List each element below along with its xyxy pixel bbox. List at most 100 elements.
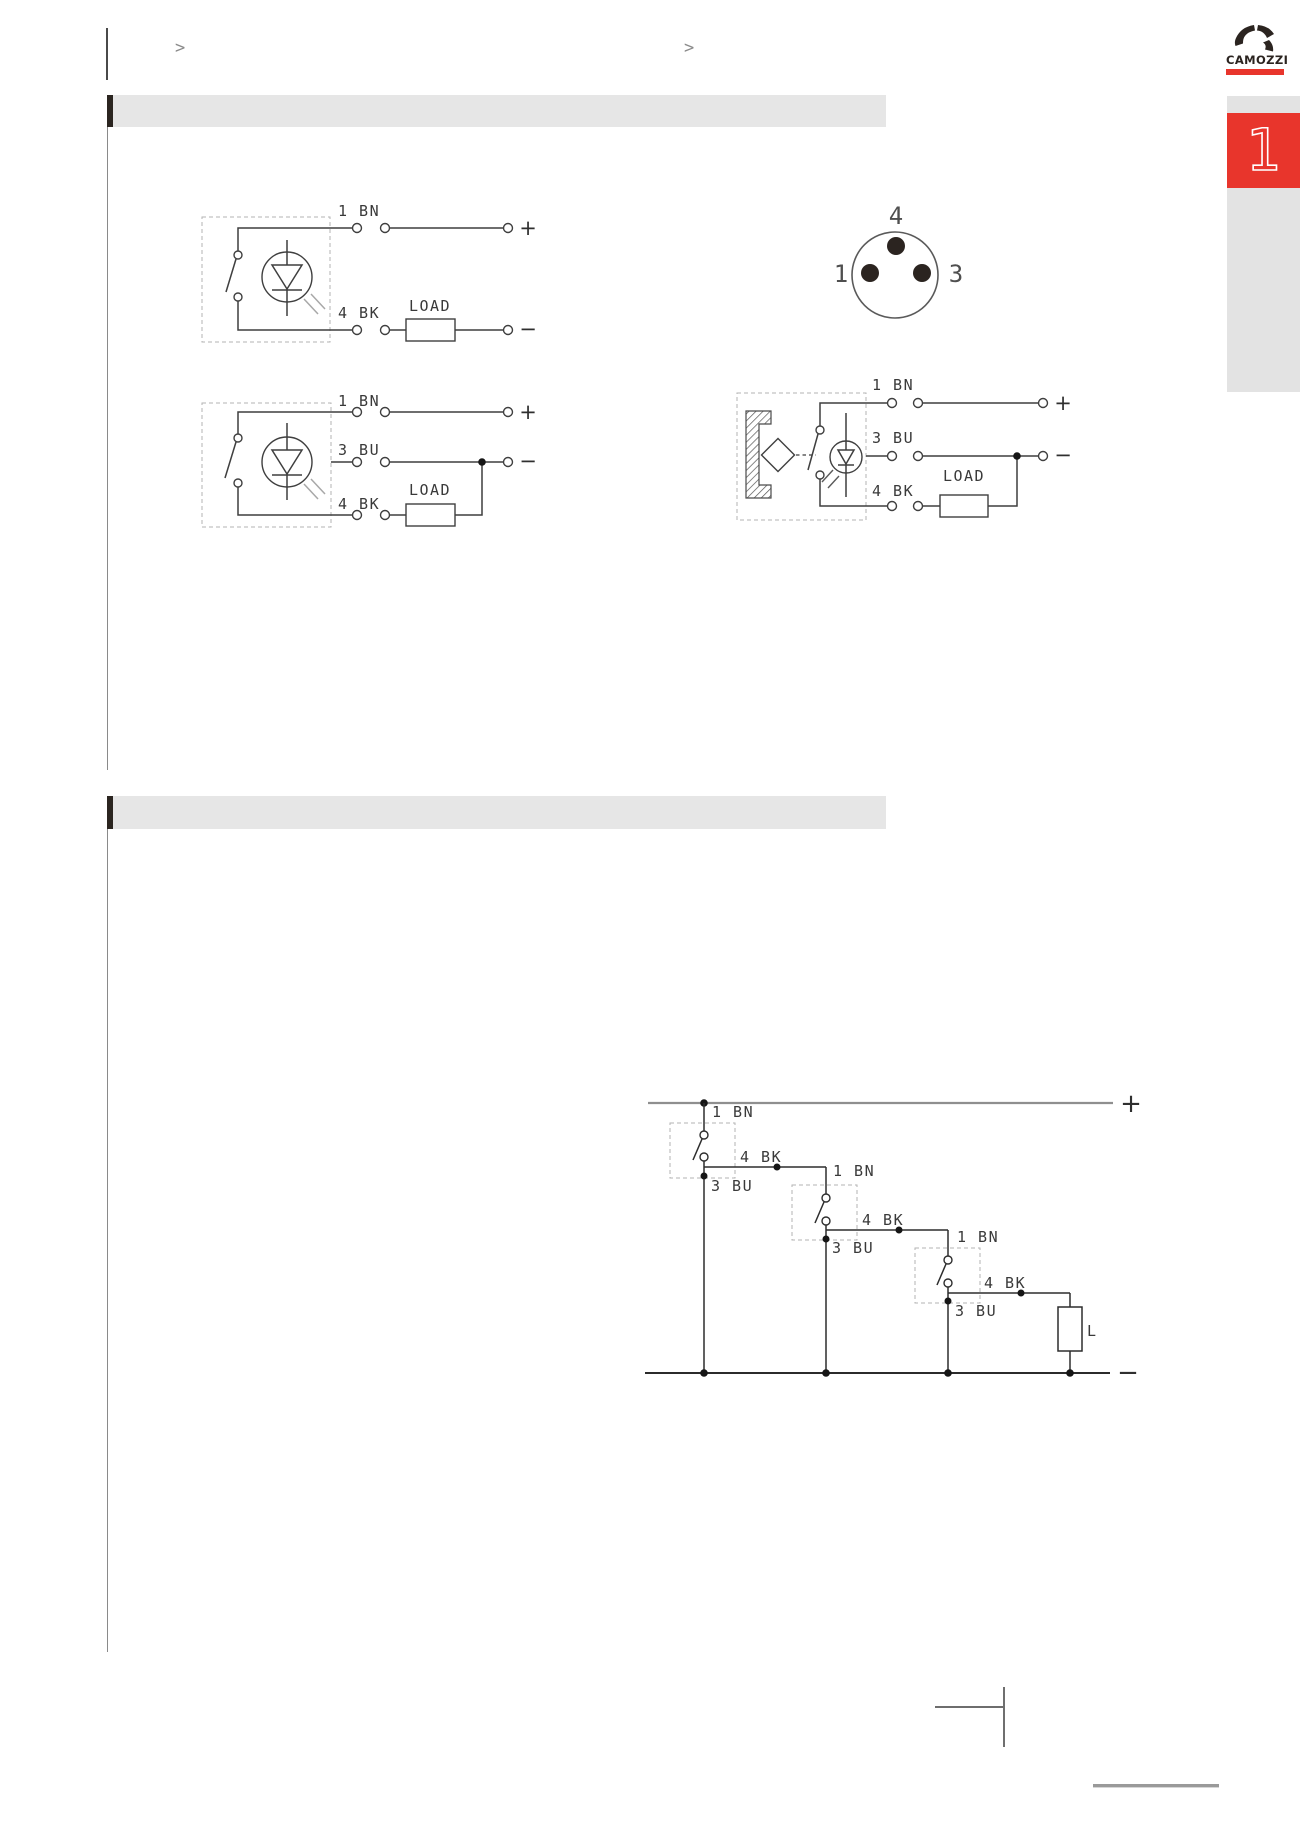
junction-dot xyxy=(822,1235,830,1243)
diagram-3wire-sensor: 1 BN 3 BU 4 BK LOAD + − xyxy=(736,376,1072,521)
chapter-tab-red-block: 1 xyxy=(1227,113,1300,188)
led-light-rays-icon xyxy=(303,478,326,500)
connector-body xyxy=(851,231,939,319)
negative-terminal-label: − xyxy=(519,317,537,341)
positive-terminal-label: + xyxy=(1054,391,1072,415)
junction-dot xyxy=(478,458,486,466)
switch-blade xyxy=(807,433,819,471)
wire-label-3bu: 3 BU xyxy=(832,1239,874,1257)
connector-pin-3 xyxy=(913,264,931,282)
led-indicator-icon xyxy=(261,240,326,316)
series-connection-diagram: + − 1 BN 4 BK 3 BU xyxy=(645,1089,1142,1388)
positive-terminal-label: + xyxy=(519,400,537,424)
load-box xyxy=(405,318,456,342)
switch-blade xyxy=(692,1138,703,1161)
junction-dot xyxy=(822,1369,830,1377)
wire-label-1bn: 1 BN xyxy=(833,1162,875,1180)
sensor-element-icon xyxy=(760,437,796,473)
connector-pinout: 4 1 3 xyxy=(834,202,963,319)
wire-label-4bk: 4 BK xyxy=(338,495,380,513)
section1-header-marker xyxy=(107,95,113,127)
breadcrumb-arrow-icon: > xyxy=(684,38,695,58)
camozzi-logo: CAMOZZI xyxy=(1226,24,1289,75)
series-load: L xyxy=(1057,1293,1098,1377)
connector-pin-4 xyxy=(887,237,905,255)
footer-gray-bar xyxy=(1093,1784,1219,1788)
logo-brand-text: CAMOZZI xyxy=(1226,53,1289,67)
section2-header-bar xyxy=(107,796,886,829)
section2-left-border xyxy=(107,829,109,1652)
wire-label-3bu: 3 BU xyxy=(872,429,914,447)
junction-dot xyxy=(773,1163,781,1171)
junction-dot xyxy=(944,1369,952,1377)
switch-contact xyxy=(233,478,243,488)
switch-contact xyxy=(821,1216,831,1226)
negative-terminal-label: − xyxy=(1054,443,1072,467)
wire-label-3bu: 3 BU xyxy=(338,441,380,459)
wire-label-3bu: 3 BU xyxy=(711,1177,753,1195)
switch-contact xyxy=(233,433,243,443)
magnet-bracket-icon xyxy=(745,410,772,499)
junction-dot xyxy=(1017,1289,1025,1297)
pin-4-label: 4 xyxy=(889,202,903,230)
camozzi-logo-mark-icon xyxy=(1234,25,1274,52)
switch-contact xyxy=(233,292,243,302)
logo-red-bar xyxy=(1226,69,1284,75)
led-light-rays-icon xyxy=(303,293,326,315)
switch-contact xyxy=(821,1193,831,1203)
wire-label-4bk: 4 BK xyxy=(740,1148,782,1166)
pin-1-label: 1 xyxy=(834,260,848,288)
section2-header-marker xyxy=(107,796,113,829)
junction-dot xyxy=(700,1172,708,1180)
chapter-number: 1 xyxy=(1246,116,1281,184)
switch-blade xyxy=(814,1201,825,1224)
wire-label-1bn: 1 BN xyxy=(872,376,914,394)
load-label: LOAD xyxy=(409,297,451,315)
load-label: LOAD xyxy=(943,467,985,485)
series-sensor-1: 1 BN 4 BK 3 BU xyxy=(669,1099,826,1377)
positive-rail-label: + xyxy=(1120,1089,1142,1119)
pin-3-label: 3 xyxy=(949,260,963,288)
negative-rail-label: − xyxy=(1117,1358,1139,1388)
switch-contact xyxy=(699,1130,709,1140)
section1-left-border xyxy=(107,127,109,770)
series-sensor-3: 1 BN 4 BK 3 BU xyxy=(914,1228,1070,1377)
wire-label-1bn: 1 BN xyxy=(957,1228,999,1246)
footer-marks xyxy=(935,1687,1219,1788)
diagram-2wire-reed: 1 BN 4 BK LOAD + − xyxy=(201,202,537,343)
junction-dot xyxy=(700,1369,708,1377)
wire-label-3bu: 3 BU xyxy=(955,1302,997,1320)
diagram-3wire-reed: 1 BN 3 BU 4 BK LOAD + − xyxy=(201,392,537,528)
load-label: LOAD xyxy=(409,481,451,499)
breadcrumb-arrow-icon: > xyxy=(175,38,186,58)
junction-dot xyxy=(895,1226,903,1234)
wire-label-1bn: 1 BN xyxy=(338,392,380,410)
switch-blade xyxy=(224,441,237,479)
section1-header-bar xyxy=(107,95,886,127)
load-box xyxy=(939,494,989,518)
wire-label-4bk: 4 BK xyxy=(984,1274,1026,1292)
switch-contact xyxy=(943,1255,953,1265)
series-sensor-2: 1 BN 4 BK 3 BU xyxy=(791,1162,948,1377)
led-indicator-icon xyxy=(821,413,863,497)
switch-blade xyxy=(225,258,237,293)
left-border-top-segment xyxy=(106,28,108,80)
led-indicator-icon xyxy=(261,423,326,500)
wire-label-4bk: 4 BK xyxy=(862,1211,904,1229)
load-box xyxy=(1057,1306,1083,1352)
wire-label-1bn: 1 BN xyxy=(712,1103,754,1121)
wire-label-4bk: 4 BK xyxy=(872,482,914,500)
wire-label-1bn: 1 BN xyxy=(338,202,380,220)
load-abbrev-label: L xyxy=(1087,1322,1098,1340)
led-light-rays-icon xyxy=(821,469,840,489)
junction-dot xyxy=(1013,452,1021,460)
chapter-side-tab: 1 xyxy=(1227,96,1300,392)
switch-contact xyxy=(815,425,825,435)
switch-contact xyxy=(943,1278,953,1288)
wire-label-4bk: 4 BK xyxy=(338,304,380,322)
positive-terminal-label: + xyxy=(519,216,537,240)
switch-contact xyxy=(815,470,825,480)
junction-dot xyxy=(944,1297,952,1305)
